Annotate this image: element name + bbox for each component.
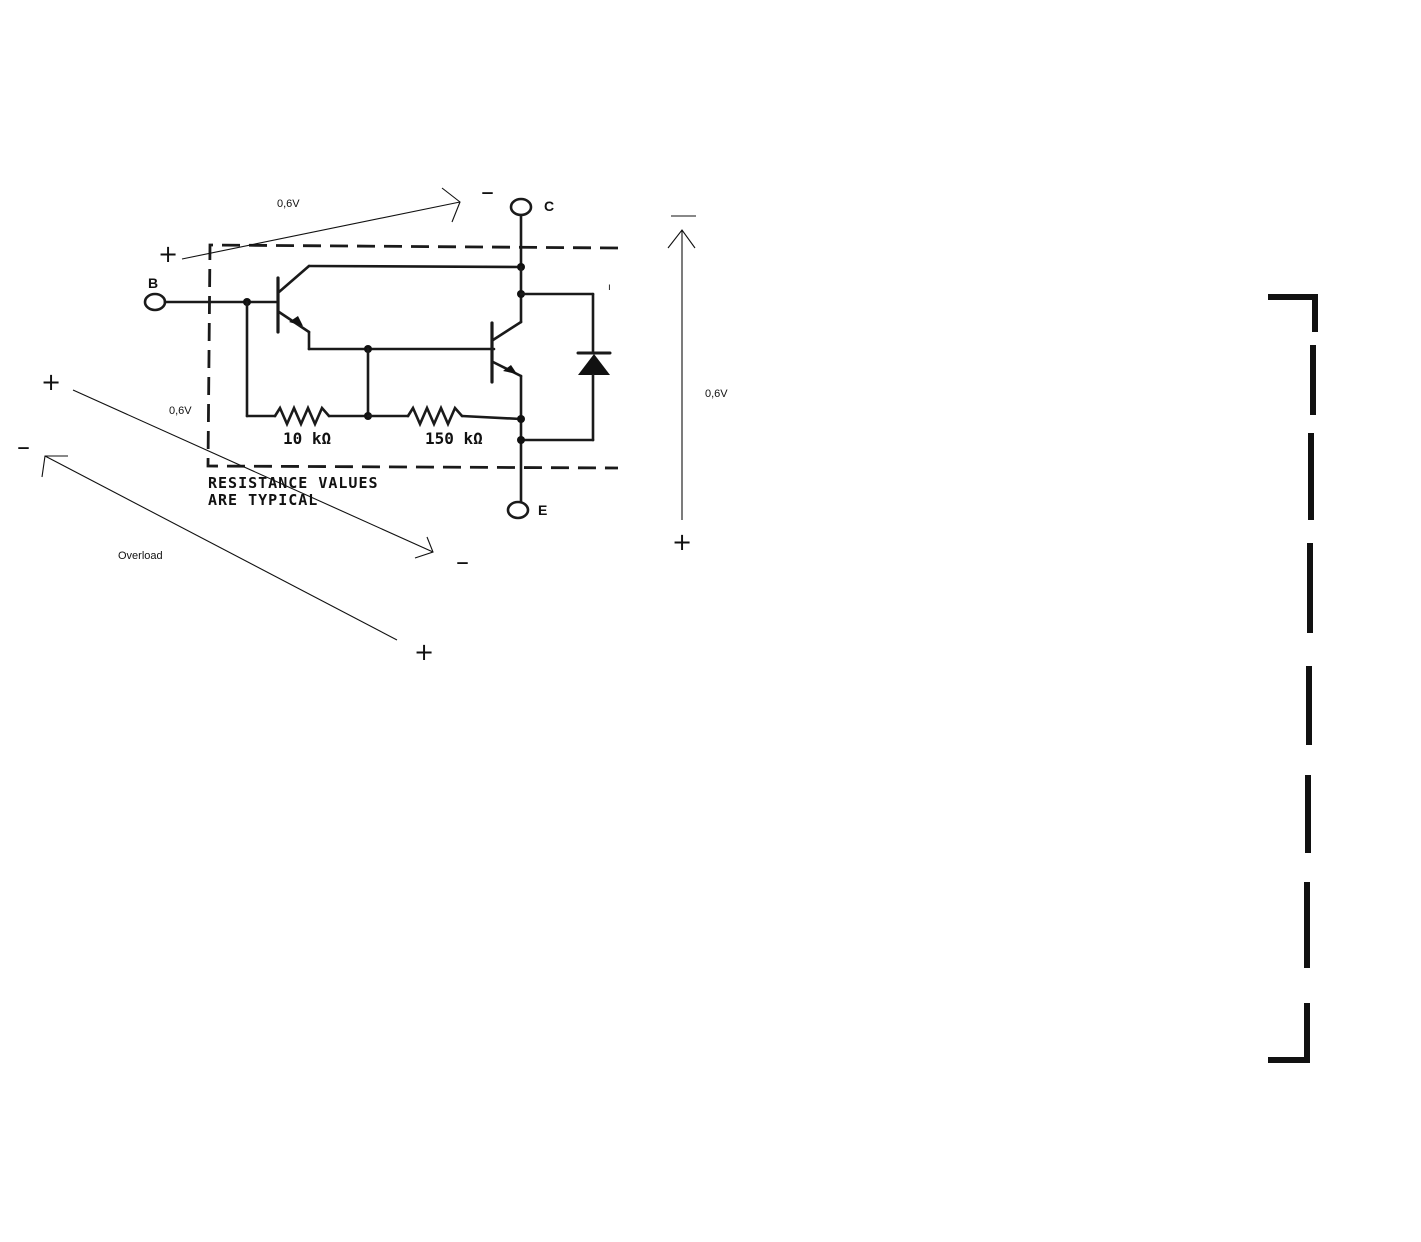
overload-arrow (41, 455, 398, 641)
right-bracket (1268, 294, 1318, 1063)
resistor-r1-value: 10 kΩ (283, 429, 331, 448)
resistor-r2 (366, 404, 525, 428)
enclosure-box (206, 243, 619, 470)
transistor-q1 (276, 263, 525, 351)
diag-minus-sign: – (456, 547, 469, 577)
overload-plus-sign: + (414, 638, 434, 666)
resistor-r1 (245, 300, 372, 428)
diag-plus-sign: + (41, 368, 61, 396)
top-plus-sign: + (158, 240, 178, 268)
note-line1: RESISTANCE VALUES (208, 474, 379, 492)
overload-minus-sign: – (17, 432, 30, 462)
collector-terminal (509, 197, 533, 270)
diagonal-voltage-arrow (72, 389, 434, 559)
svg-text:ı: ı (608, 282, 611, 293)
emitter-terminal (506, 438, 530, 520)
diode (517, 292, 612, 444)
resistor-r2-value: 150 kΩ (425, 429, 483, 448)
top-minus-sign: – (481, 177, 494, 207)
diag-voltage-label: 0,6V (169, 405, 192, 417)
top-voltage-label: 0,6V (277, 198, 300, 210)
overload-label: Overload (118, 550, 163, 562)
emitter-label: E (538, 502, 547, 518)
right-plus-sign: + (672, 528, 692, 556)
collector-label: C (544, 198, 554, 214)
right-voltage-arrow (667, 215, 696, 520)
note-line2: ARE TYPICAL (208, 491, 318, 509)
top-voltage-arrow (181, 187, 461, 260)
right-voltage-label: 0,6V (705, 388, 728, 400)
transistor-q2 (490, 265, 525, 442)
base-label: B (148, 275, 158, 291)
